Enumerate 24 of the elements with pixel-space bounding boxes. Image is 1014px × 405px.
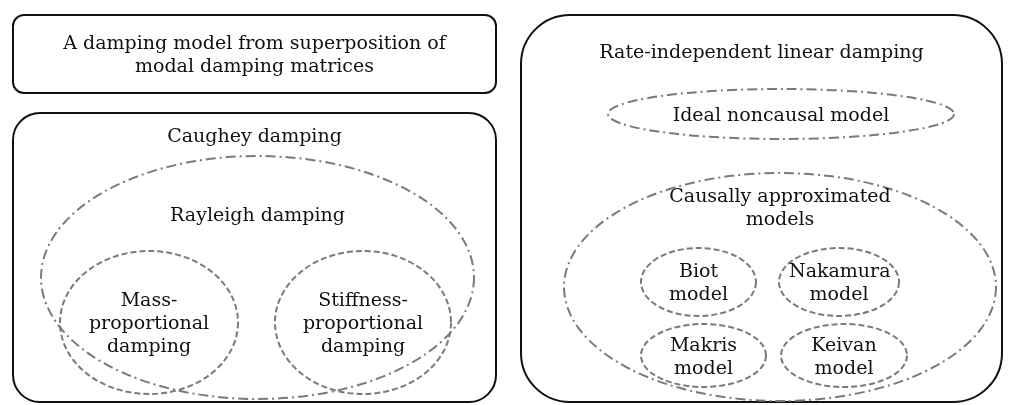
node-label: Nakamura model (789, 259, 889, 305)
ellipse-region (607, 88, 955, 140)
node-label: Mass-proportional damping (87, 288, 211, 357)
node-label: Makris model (668, 332, 739, 379)
ellipse-region (778, 247, 900, 317)
node-label: Keivan model (810, 332, 878, 379)
node-label: Biot model (668, 259, 729, 305)
node-label: Rayleigh damping (169, 203, 346, 226)
ellipse-region (40, 155, 475, 400)
node-label: A damping model from superposition of modal damping matrices (62, 31, 448, 77)
node-label: Ideal noncausal model (671, 102, 891, 126)
node-label: Rate-independent linear damping (598, 40, 925, 63)
ellipse-region (640, 323, 767, 388)
rounded-box (12, 112, 497, 403)
ellipse-region (274, 250, 452, 395)
ellipse-region (59, 250, 239, 395)
node-label: Causally approximated models (668, 184, 892, 230)
ellipse-region (640, 247, 757, 317)
ellipse-region (780, 323, 908, 388)
rounded-box (12, 14, 497, 94)
node-label: Caughey damping (166, 124, 343, 147)
rounded-box (520, 14, 1003, 403)
node-label: Stiffness-proportional damping (301, 288, 425, 357)
ellipse-region (563, 172, 997, 402)
